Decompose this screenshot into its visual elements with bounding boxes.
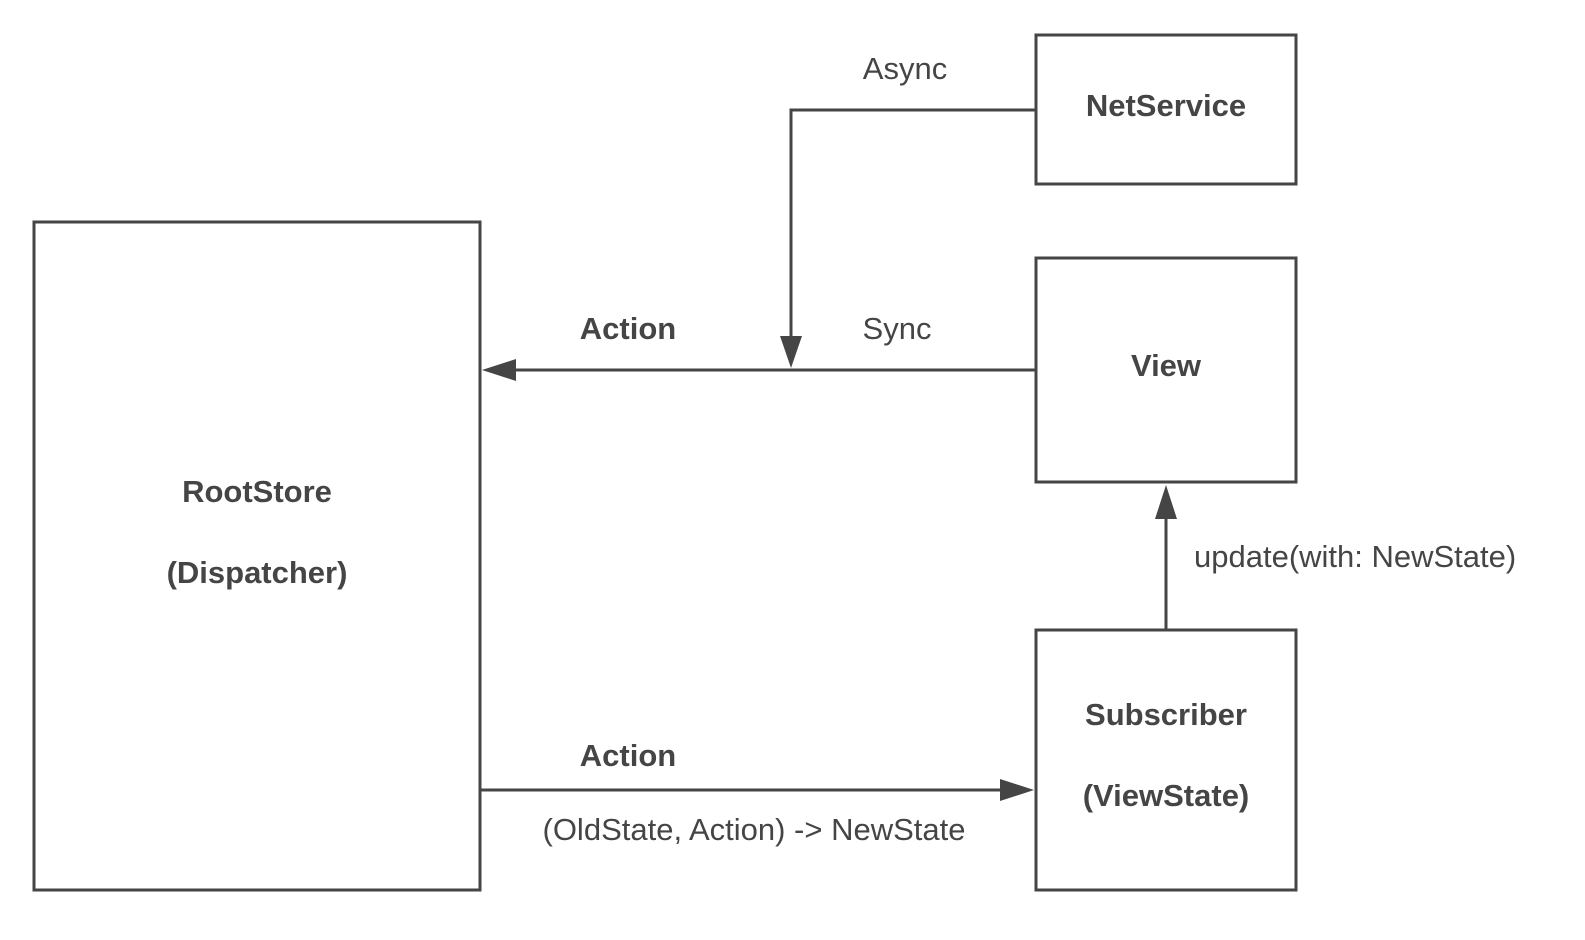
view-title: View [1131, 348, 1202, 383]
reducer-label: (OldState, Action) -> NewState [543, 812, 966, 847]
update-arrowhead [1155, 485, 1177, 519]
rootstore-node [32, 220, 482, 892]
sync-label: Sync [863, 311, 932, 346]
subscriber-subtitle: (ViewState) [1083, 778, 1250, 813]
netservice-node [1034, 33, 1298, 186]
action-sync-arrowhead [482, 359, 516, 381]
update-label: update(with: NewState) [1194, 539, 1516, 574]
async-arrowhead [780, 336, 802, 368]
netservice-title: NetService [1086, 88, 1246, 123]
action-bottom-label: Action [580, 738, 676, 773]
subscriber-node [1034, 628, 1298, 892]
view-node [1034, 256, 1298, 484]
async-label: Async [863, 51, 947, 86]
rootstore-subtitle: (Dispatcher) [167, 555, 348, 590]
rootstore-title: RootStore [182, 474, 332, 509]
action-top-label: Action [580, 311, 676, 346]
action-reducer-arrowhead [1000, 779, 1034, 801]
subscriber-title: Subscriber [1085, 697, 1247, 732]
async-connector [789, 108, 1036, 345]
